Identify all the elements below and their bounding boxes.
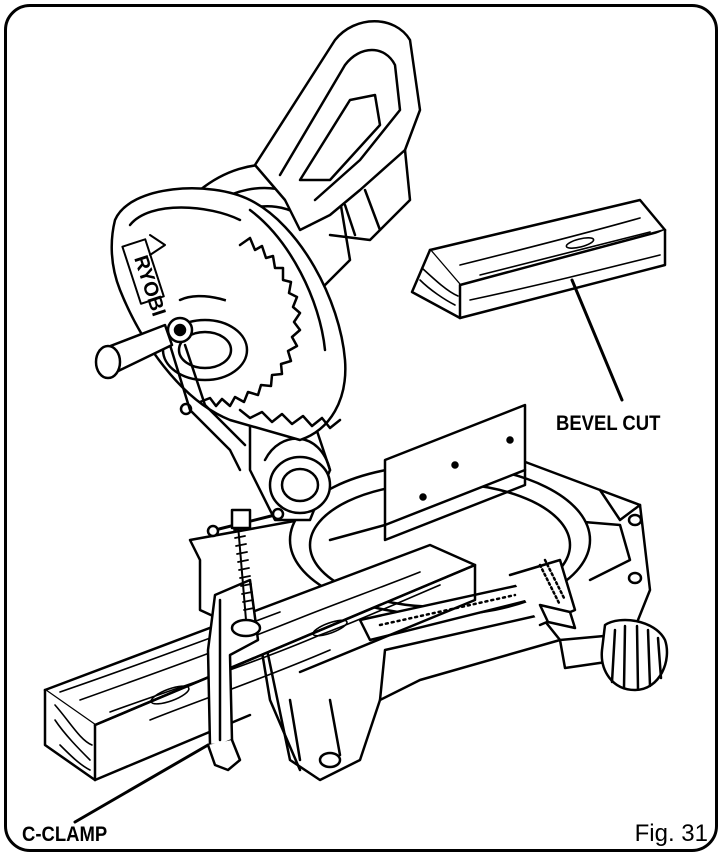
figure-number: Fig. 31 xyxy=(634,820,708,847)
c-clamp-leader-line xyxy=(73,743,210,824)
fence xyxy=(328,403,527,542)
bevel-cut-workpiece xyxy=(410,198,667,320)
blade-arbor xyxy=(161,316,249,472)
carry-lever xyxy=(94,323,174,380)
c-clamp xyxy=(206,507,285,772)
bevel-cut-callout: BEVEL CUT xyxy=(556,412,661,435)
miter-lock-knob xyxy=(538,603,669,692)
saw-handle xyxy=(253,20,422,242)
c-clamp-callout: C-CLAMP xyxy=(22,823,108,846)
bevel-cut-leader-line xyxy=(570,278,624,402)
